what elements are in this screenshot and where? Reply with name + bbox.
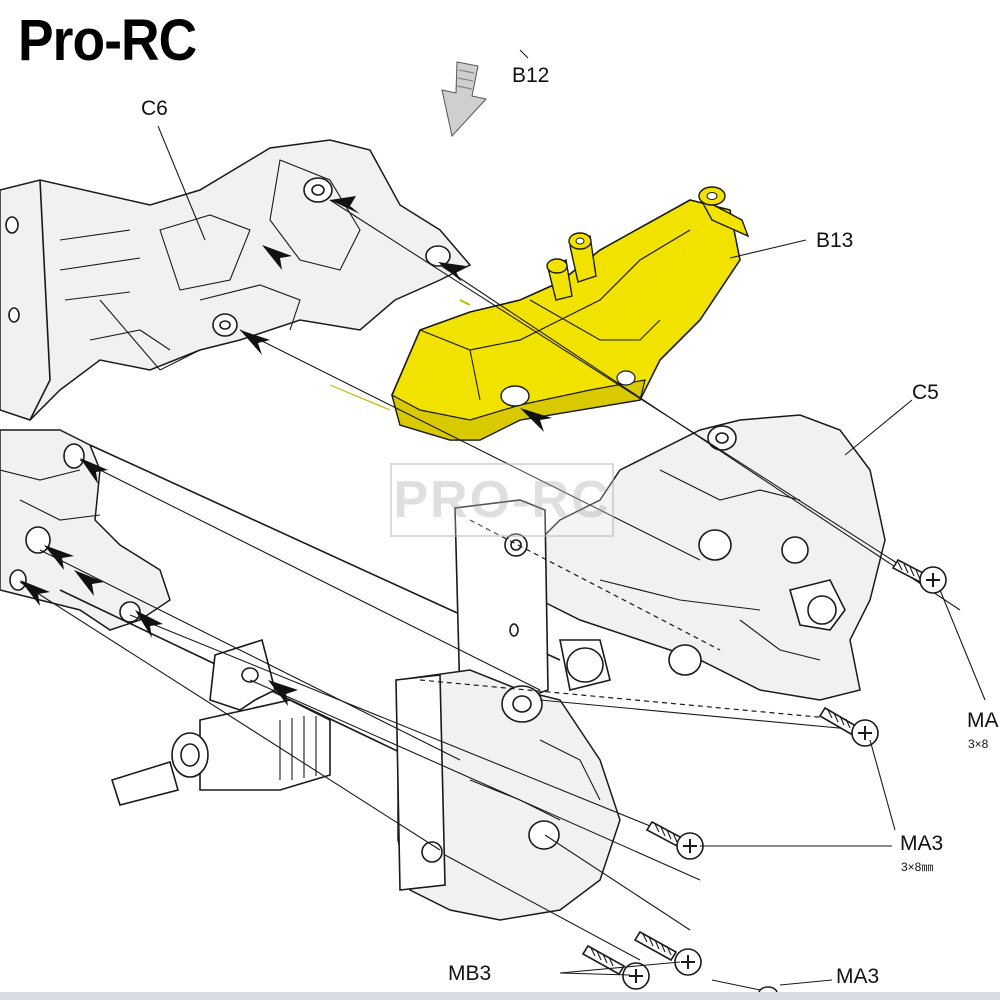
label-c5: C5 xyxy=(912,381,939,404)
watermark: PRO-RC xyxy=(390,463,614,537)
screw-mb3-b xyxy=(581,944,650,990)
label-mb3: MB3 xyxy=(448,962,492,985)
label-ma3-mid: MA3 xyxy=(900,832,944,855)
guide-lines xyxy=(19,199,961,961)
leader-lines xyxy=(157,49,986,986)
brand-logo: Pro-RC xyxy=(18,8,197,73)
label-ma3-right: MA xyxy=(967,709,999,732)
part-c5 xyxy=(519,414,886,701)
part-b13-highlighted xyxy=(391,186,750,441)
screw-ma3-right xyxy=(891,558,947,594)
screw-mb3-a xyxy=(633,930,702,976)
insert-direction-arrow xyxy=(441,61,487,138)
direction-arrows xyxy=(20,196,552,706)
steering-arm xyxy=(110,638,331,806)
label-b12: B12 xyxy=(512,64,550,87)
label-b13: B13 xyxy=(816,229,854,252)
label-ma3-right-size: 3×8 xyxy=(968,737,989,751)
bottom-bar xyxy=(0,992,1000,1000)
screw-ma3-middle xyxy=(818,706,879,747)
label-ma3-mid-size: 3×8㎜ xyxy=(901,860,934,874)
label-c6: C6 xyxy=(141,97,168,120)
screw-ma3-lower xyxy=(645,820,704,860)
label-ma3-bottom: MA3 xyxy=(836,965,880,988)
